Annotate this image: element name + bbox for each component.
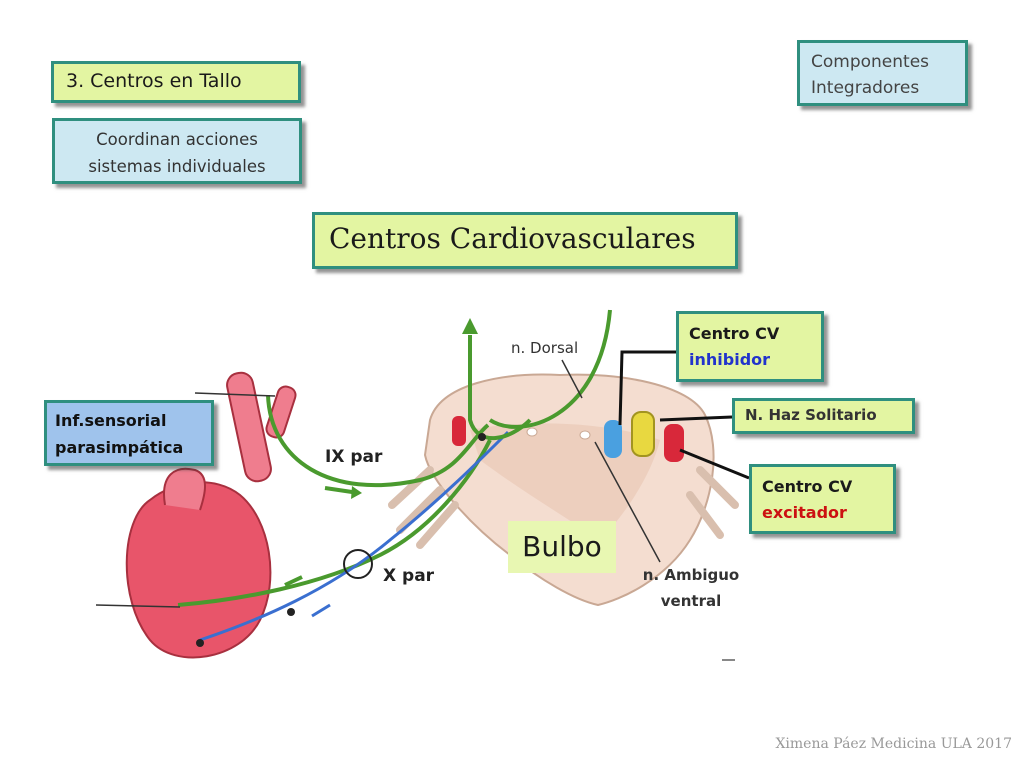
section-heading: 3. Centros en Tallo: [51, 61, 301, 103]
leader-ambiguo: [594, 441, 661, 563]
ix-nerve-path: [266, 394, 490, 488]
sensorial-line1: Inf.sensorial: [55, 411, 167, 430]
up-arrow-icon: [462, 318, 478, 334]
haz-solitario-text: N. Haz Solitario: [745, 406, 877, 424]
nucleus-dorsal: [579, 430, 591, 440]
heart-icon: [125, 481, 272, 659]
page-title: Centros Cardiovasculares: [312, 212, 738, 269]
sw-arrow-icon: [311, 603, 331, 618]
n-ambiguo-line1: n. Ambiguo: [642, 566, 740, 584]
ix-par-label: IX par: [325, 447, 383, 467]
nucleus-blue: [604, 420, 622, 458]
x-nerve-path-green: [177, 439, 492, 607]
leader-sensorial-top: [194, 392, 276, 397]
leader-inhibidor: [618, 350, 676, 426]
n-ambiguo-label: n. Ambiguo ventral: [633, 562, 749, 614]
leader-haz: [659, 415, 733, 422]
page-title-text: Centros Cardiovasculares: [329, 222, 696, 255]
components-line1: Componentes: [811, 52, 930, 72]
components-line2: Integradores: [811, 78, 920, 98]
x-nerve-path-blue: [199, 430, 510, 642]
leader-sensorial-bottom: [95, 604, 181, 608]
nerve-roots-right: [686, 466, 739, 539]
sensorial-line2: parasimpática: [55, 438, 184, 457]
ne-arrow-icon: [284, 575, 303, 587]
bulbo-label: Bulbo: [508, 521, 616, 573]
x-par-label: X par: [383, 566, 435, 586]
footer-credit: Ximena Páez Medicina ULA 2017: [775, 736, 1012, 752]
leader-dorsal: [561, 359, 583, 399]
coordinate-line1: Coordinan acciones: [96, 130, 258, 149]
inhibidor-line2: inhibidor: [689, 350, 771, 369]
n-dorsal-label: n. Dorsal: [511, 339, 579, 357]
bulbo-text: Bulbo: [522, 530, 602, 563]
sensorial-label: Inf.sensorial parasimpática: [44, 400, 214, 466]
dorsal-loop: [488, 309, 612, 429]
vessel-top: [226, 371, 272, 483]
nerve-roots-left: [388, 466, 459, 549]
haz-solitario-label: N. Haz Solitario: [732, 398, 915, 434]
nucleus-ambiguo: [526, 427, 538, 437]
inhibidor-line1: Centro CV: [689, 324, 780, 343]
excitador-line1: Centro CV: [762, 477, 853, 496]
leader-excitador: [679, 448, 750, 480]
x-par-circle: [343, 549, 373, 579]
aorta-icon: [163, 467, 206, 511]
coordinate-note: Coordinan acciones sistemas individuales: [52, 118, 302, 184]
nucleus-red-right: [664, 424, 684, 462]
components-note: Componentes Integradores: [797, 40, 968, 106]
n-ambiguo-line2: ventral: [660, 592, 722, 610]
centro-cv-excitador-label: Centro CV excitador: [749, 464, 896, 534]
excitador-line2: excitador: [762, 503, 847, 522]
nerve-ending: [287, 608, 295, 616]
nucleus-yellow: [631, 411, 655, 457]
centro-cv-inhibidor-label: Centro CV inhibidor: [676, 311, 824, 382]
section-heading-label: 3. Centros en Tallo: [66, 70, 242, 92]
right-arrow-icon: [324, 486, 353, 494]
nucleus-red-left: [452, 416, 466, 446]
coordinate-line2: sistemas individuales: [88, 157, 266, 176]
